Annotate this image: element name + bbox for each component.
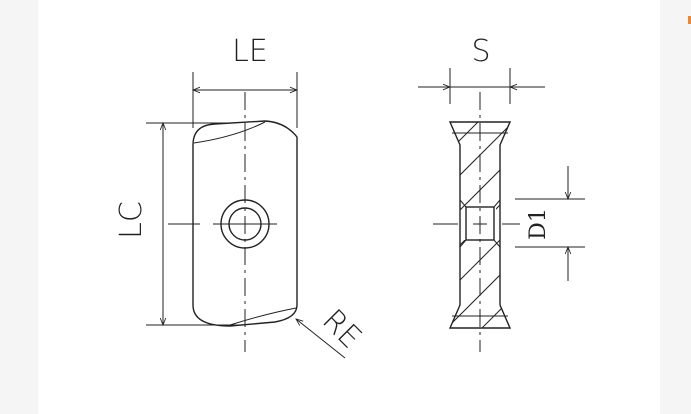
top-edge-curve: [193, 121, 266, 144]
drawing-canvas: [38, 0, 660, 414]
insert-outline: [192, 120, 298, 327]
d1-label: D1: [526, 208, 551, 240]
side-view: S D1: [418, 34, 585, 352]
s-label: S: [471, 34, 490, 69]
bottom-edge-curve: [229, 307, 297, 326]
side-panel: [660, 0, 691, 414]
le-label: LE: [232, 34, 268, 69]
side-outline: [448, 121, 512, 329]
accent-mark: [688, 16, 691, 24]
re-label: RE: [315, 303, 368, 356]
lc-label: LC: [114, 201, 149, 239]
front-view: LE LC RE: [114, 34, 368, 359]
re-leader-line: [296, 319, 346, 359]
